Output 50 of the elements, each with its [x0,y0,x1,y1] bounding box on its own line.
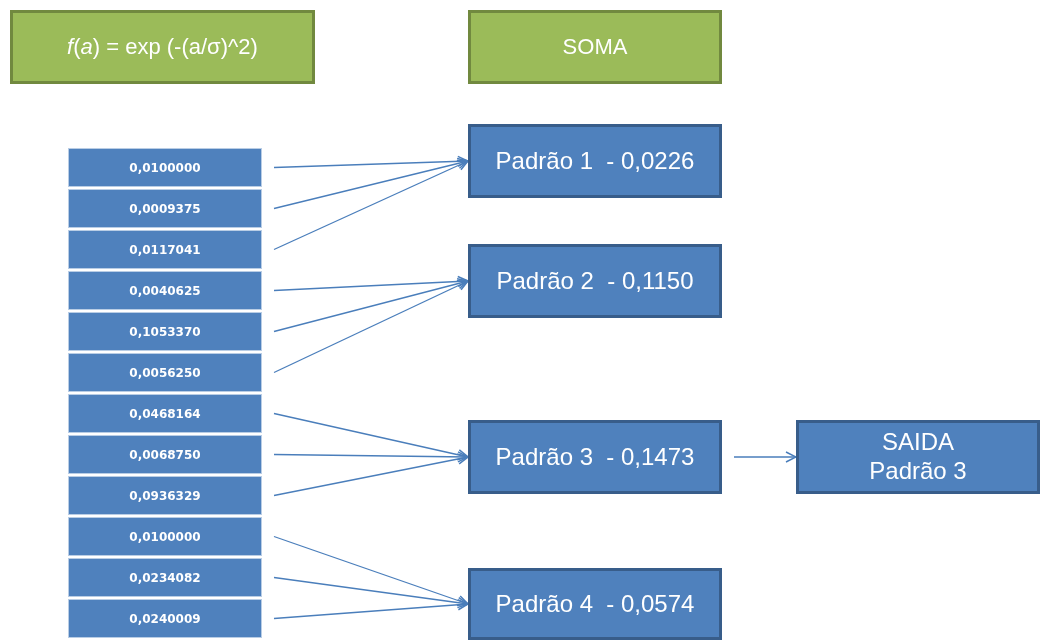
node-label: Padrão 4 - 0,0574 [495,589,695,619]
node-label: f(a) = exp (-(a/σ)^2) [67,34,258,60]
value-box [68,558,262,597]
node-label: 0,0009375 [129,201,201,216]
pattern-box [468,124,722,198]
pattern-box [468,568,722,640]
node-label: 0,0936329 [129,488,201,503]
arrow [273,412,469,461]
node-label: 0,0234082 [129,570,201,585]
title-box [468,10,722,84]
arrow [273,275,469,292]
value-box [68,476,262,515]
title-box [10,10,315,84]
node-label: Padrão 1 - 0,0226 [495,146,695,176]
arrow [273,599,469,620]
value-box [68,394,262,433]
value-box [68,189,262,228]
value-box [68,599,262,638]
arrow [273,576,469,609]
node-label: 0,0117041 [129,242,201,257]
node-label: 0,0240009 [129,611,201,626]
arrow [273,451,469,463]
node-label: Padrão 2 - 0,1150 [496,266,694,296]
value-box [68,148,262,187]
pattern-box [468,244,722,318]
arrow [273,280,469,374]
node-label: 0,0100000 [129,529,201,544]
pattern-box [796,420,1040,494]
node-label: SOMA [562,34,628,60]
arrow [273,159,469,251]
node-label: 0,0040625 [129,283,201,298]
node-label: 0,0468164 [129,406,201,421]
node-label: Padrão 3 - 0,1473 [495,442,695,472]
value-box [68,271,262,310]
value-box [68,353,262,392]
node-label: 0,0100000 [129,160,201,175]
arrow [273,155,469,169]
node-label: 0,0068750 [129,447,201,462]
arrow [273,453,469,497]
arrow [273,535,469,607]
value-box [68,435,262,474]
pattern-box [468,420,722,494]
arrow [733,451,797,463]
node-label: 0,0056250 [129,365,201,380]
value-box [68,312,262,351]
node-label: Padrão 3 [869,457,967,486]
node-label: 0,1053370 [129,324,201,339]
value-box [68,230,262,269]
value-box [68,517,262,556]
node-label: SAIDA [882,428,954,457]
